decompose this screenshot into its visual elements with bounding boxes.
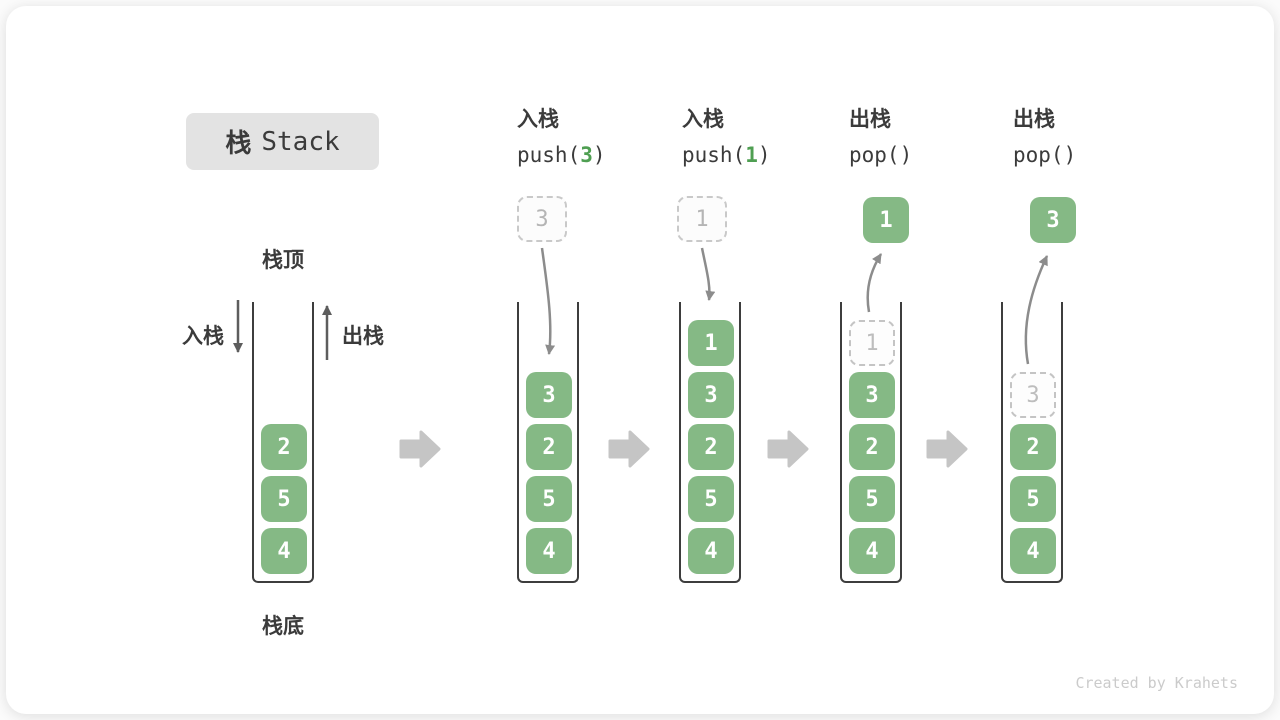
code-prefix: pop( bbox=[849, 143, 900, 167]
op-name: 出栈 bbox=[849, 107, 891, 131]
op-name: 入栈 bbox=[682, 107, 724, 131]
code-suffix: ) bbox=[757, 143, 771, 167]
stack-cell: 5 bbox=[849, 476, 895, 522]
stack-cell: 4 bbox=[261, 528, 307, 574]
op-code: push(1) bbox=[682, 142, 832, 168]
stack-cell: 1 bbox=[688, 320, 734, 366]
op-header-push-1: 入栈 push(1) bbox=[682, 106, 832, 168]
stack-cell-ghost: 1 bbox=[849, 320, 895, 366]
popped-value-box: 1 bbox=[863, 197, 909, 243]
op-code: pop() bbox=[849, 142, 999, 168]
push-1-arrow bbox=[700, 247, 716, 301]
op-name: 出栈 bbox=[1013, 107, 1055, 131]
step-arrow-icon bbox=[767, 430, 809, 468]
step-arrow-icon bbox=[926, 430, 968, 468]
stack-cell: 4 bbox=[1010, 528, 1056, 574]
code-suffix: ) bbox=[1063, 143, 1077, 167]
stack-cell: 2 bbox=[1010, 424, 1056, 470]
title-latin: Stack bbox=[261, 126, 340, 157]
incoming-value-box: 1 bbox=[677, 196, 727, 242]
op-name: 入栈 bbox=[517, 107, 559, 131]
stack-cell: 2 bbox=[688, 424, 734, 470]
stack-state-initial: 2 5 4 bbox=[252, 302, 314, 583]
stack-state-after-push-1: 1 3 2 5 4 bbox=[679, 302, 741, 583]
stack-state-after-push-3: 3 2 5 4 bbox=[517, 302, 579, 583]
code-prefix: push( bbox=[517, 143, 581, 167]
popped-value-box: 3 bbox=[1030, 197, 1076, 243]
stack-cell: 4 bbox=[849, 528, 895, 574]
op-header-pop-2: 出栈 pop() bbox=[1013, 106, 1163, 168]
stack-cell: 4 bbox=[688, 528, 734, 574]
stack-cell: 5 bbox=[688, 476, 734, 522]
title-cjk: 栈 bbox=[225, 129, 252, 159]
code-suffix: ) bbox=[899, 143, 913, 167]
stack-state-after-pop-2: 3 2 5 4 bbox=[1001, 302, 1063, 583]
step-arrow-icon bbox=[608, 430, 650, 468]
diagram-title: 栈 Stack bbox=[186, 113, 379, 170]
stack-state-after-pop-1: 1 3 2 5 4 bbox=[840, 302, 902, 583]
op-code: push(3) bbox=[517, 142, 667, 168]
stack-cell: 4 bbox=[526, 528, 572, 574]
stack-cell: 3 bbox=[526, 372, 572, 418]
watermark: Created by Krahets bbox=[1075, 674, 1238, 692]
stack-cell: 3 bbox=[849, 372, 895, 418]
stack-cell: 2 bbox=[261, 424, 307, 470]
code-prefix: pop( bbox=[1013, 143, 1064, 167]
op-code: pop() bbox=[1013, 142, 1163, 168]
pop-side-label: 出栈 bbox=[342, 324, 384, 348]
op-header-push-3: 入栈 push(3) bbox=[517, 106, 667, 168]
code-arg: 1 bbox=[745, 143, 758, 167]
incoming-value-box: 3 bbox=[517, 196, 567, 242]
code-prefix: push( bbox=[682, 143, 746, 167]
op-header-pop-1: 出栈 pop() bbox=[849, 106, 999, 168]
stack-cell: 2 bbox=[526, 424, 572, 470]
stack-cell-ghost: 3 bbox=[1010, 372, 1056, 418]
stack-bottom-label: 栈底 bbox=[262, 614, 304, 638]
stack-cell: 5 bbox=[1010, 476, 1056, 522]
step-arrow-icon bbox=[399, 430, 441, 468]
stack-top-label: 栈顶 bbox=[262, 248, 304, 272]
stack-cell: 2 bbox=[849, 424, 895, 470]
stack-cell: 5 bbox=[526, 476, 572, 522]
push-side-label: 入栈 bbox=[182, 324, 224, 348]
code-arg: 3 bbox=[580, 143, 593, 167]
stack-cell: 3 bbox=[688, 372, 734, 418]
stack-cell: 5 bbox=[261, 476, 307, 522]
code-suffix: ) bbox=[592, 143, 606, 167]
